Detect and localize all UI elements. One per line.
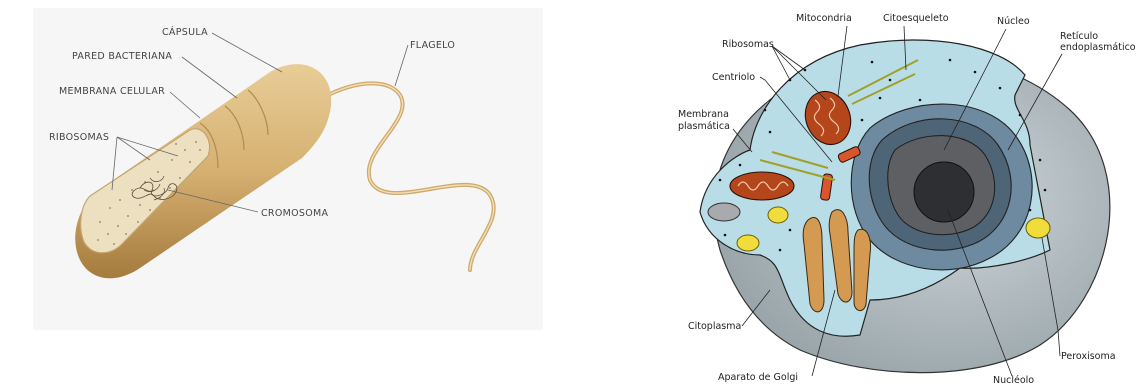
label-capsule: CÁPSULA xyxy=(162,26,208,38)
label-cytoplasm: Citoplasma xyxy=(688,321,741,332)
label-membrane-line2: plasmática xyxy=(678,121,730,132)
label-cell-membrane: MEMBRANA CELULAR xyxy=(59,86,165,97)
mitochondrion-left xyxy=(730,172,794,200)
animal-cell-illustration xyxy=(700,40,1110,373)
flagellum xyxy=(322,83,494,270)
label-cytoskeleton: Citoesqueleto xyxy=(883,13,949,24)
label-peroxisome: Peroxisoma xyxy=(1061,351,1116,362)
label-ribosomes: Ribosomas xyxy=(722,39,774,50)
label-ribosomes: RIBOSOMAS xyxy=(49,132,109,143)
label-golgi: Aparato de Golgi xyxy=(718,372,798,383)
nucleolus xyxy=(914,162,974,222)
label-membrane-line1: Membrana xyxy=(678,109,729,120)
label-er-line1: Retículo xyxy=(1060,31,1098,42)
label-cell-wall: PARED BACTERIANA xyxy=(72,51,172,62)
label-flagellum: FLAGELO xyxy=(410,40,455,51)
label-chromosome: CROMOSOMA xyxy=(261,208,328,219)
vacuole xyxy=(708,203,740,221)
label-nucleolus: Nucléolo xyxy=(993,375,1034,385)
label-mitochondria: Mitocondria xyxy=(796,13,852,24)
label-nucleus: Núcleo xyxy=(997,16,1030,27)
label-centriole: Centriolo xyxy=(712,72,755,83)
label-er-line2: endoplasmático xyxy=(1060,42,1136,53)
